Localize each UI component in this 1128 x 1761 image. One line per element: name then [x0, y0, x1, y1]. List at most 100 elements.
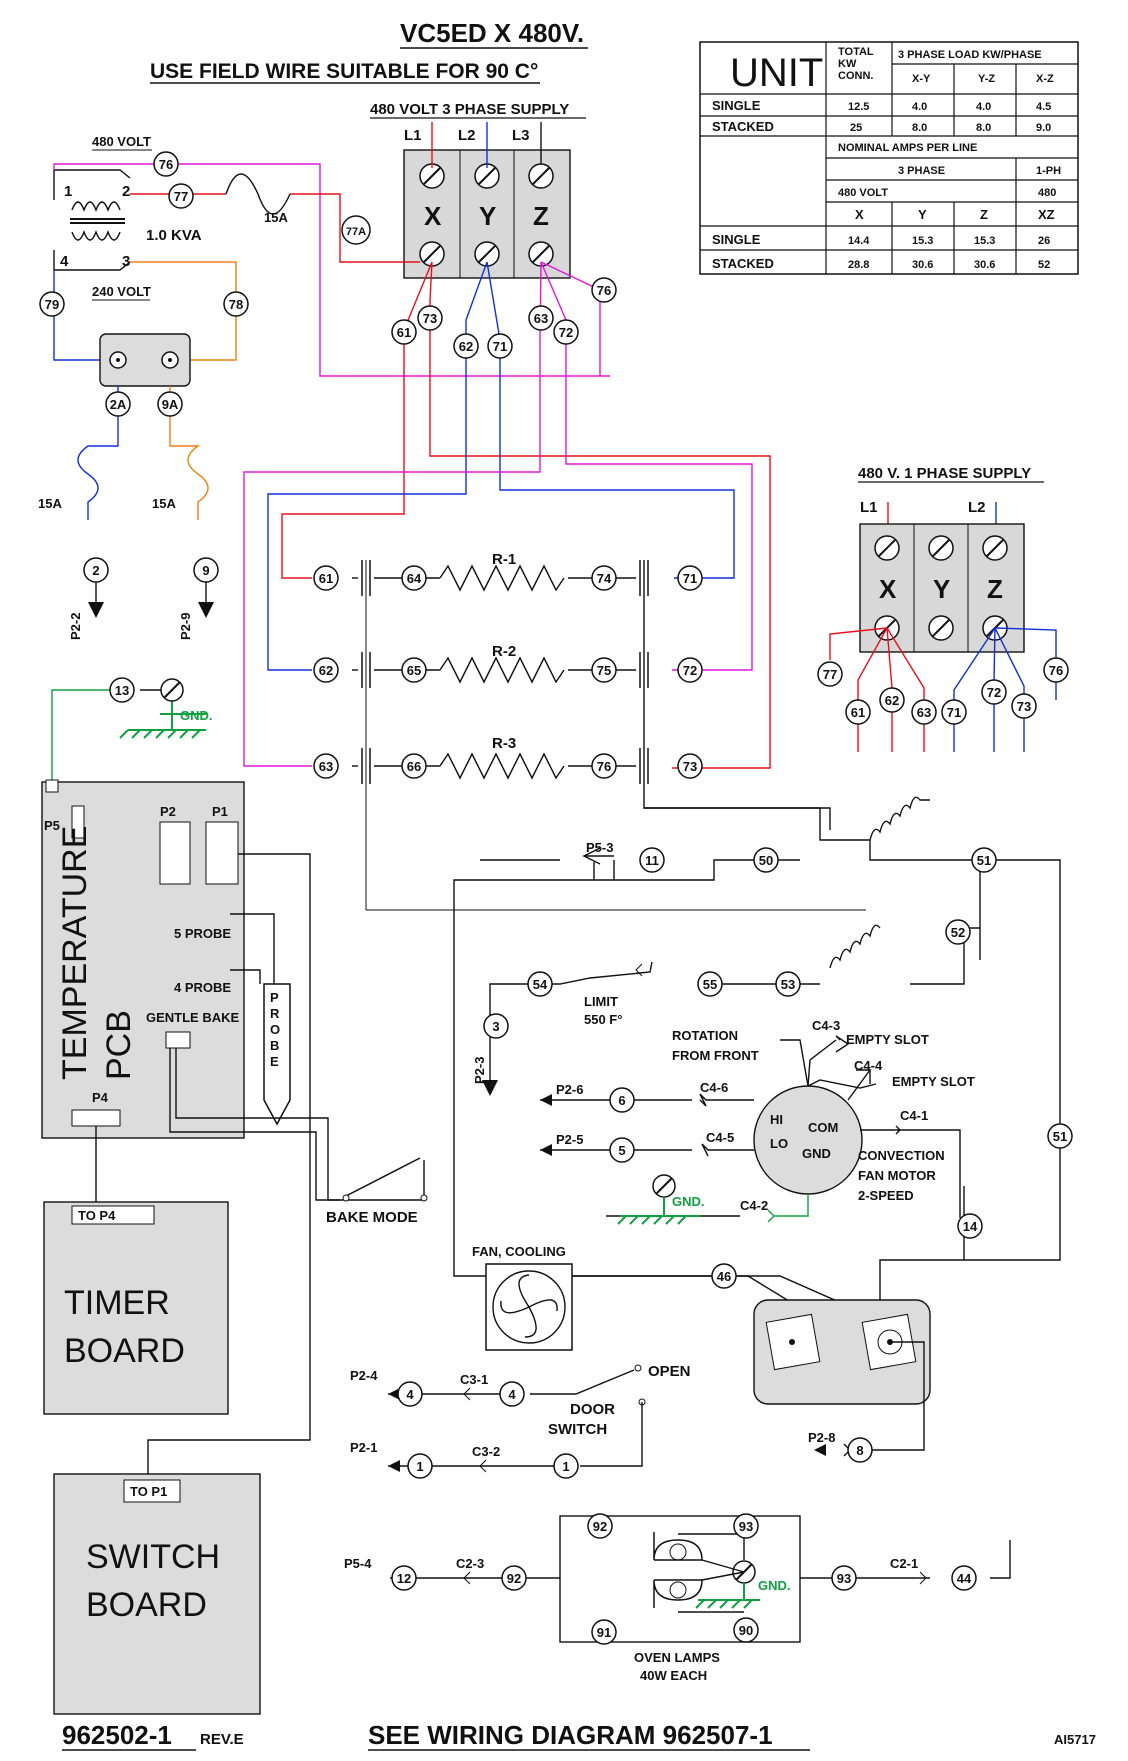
pcb-title: TEMPERATURE: [56, 826, 94, 1080]
wire-number-label: 62: [459, 339, 473, 354]
oven-lamps-label: OVEN LAMPS: [634, 1650, 720, 1665]
wire-number-bubble: [1011, 693, 1037, 719]
connector-label: P4: [92, 1090, 109, 1105]
wire-number-bubble: [341, 215, 371, 245]
connector-label: TO P1: [130, 1484, 167, 1499]
wire-number-bubble: [677, 753, 703, 779]
field-wire-note: USE FIELD WIRE SUITABLE FOR 90 C°: [150, 60, 538, 83]
wire-number-label: 50: [759, 853, 773, 868]
wire-number-label: 63: [917, 705, 931, 720]
limit-switch-label: LIMIT: [584, 994, 618, 1009]
connector-label: C4-4: [854, 1058, 883, 1073]
wire-number-label: 92: [507, 1571, 521, 1586]
diagram-title: VC5ED X 480V.: [400, 18, 584, 48]
wire-number-label: 72: [987, 685, 1001, 700]
wire-number-bubble: [733, 1617, 759, 1643]
output-label: P2-3: [472, 1057, 487, 1084]
wire-number-bubble: [591, 753, 617, 779]
lamp-circuit: [559, 1515, 801, 1643]
wire-number-label: 71: [493, 339, 507, 354]
wire-number-label: 53: [781, 977, 795, 992]
output-label: P2-4: [350, 1368, 378, 1383]
wire-number-label: 62: [319, 663, 333, 678]
motor-description: 2-SPEED: [858, 1188, 914, 1203]
wire-number-label: 1: [416, 1459, 423, 1474]
empty-slot-label: EMPTY SLOT: [846, 1032, 929, 1047]
wire-number-bubble: [313, 657, 339, 683]
motor-terminal-label: GND: [802, 1146, 831, 1161]
wire-number-label: 2A: [110, 397, 127, 412]
secondary-voltage-label: 240 VOLT: [92, 284, 151, 299]
see-wiring-diagram-note: SEE WIRING DIAGRAM 962507-1: [368, 1720, 773, 1750]
fuse-label: 15A: [152, 496, 176, 511]
wire-number-bubble: [591, 657, 617, 683]
wire-number-bubble: [639, 847, 665, 873]
wire-number-label: 9: [202, 563, 209, 578]
wire-number-label: 71: [683, 571, 697, 586]
wire-number-label: 66: [407, 759, 421, 774]
wire-number-bubble: [105, 391, 131, 417]
line-label: L3: [512, 127, 530, 144]
wire-number-bubble: [1043, 657, 1069, 683]
wire-number-bubble: [879, 687, 905, 713]
table-cell: 4.0: [976, 101, 991, 113]
motor-terminal-label: LO: [770, 1136, 788, 1151]
wire-number-bubble: [911, 699, 937, 725]
wire-number-label: 75: [597, 663, 611, 678]
line-label: L1: [860, 499, 878, 516]
gentle-bake-label: GENTLE BAKE: [146, 1010, 240, 1025]
motor-description: CONVECTION: [858, 1148, 945, 1163]
wire-number-bubble: [401, 657, 427, 683]
door-switch-label: SWITCH: [548, 1421, 607, 1438]
table-cell: 15.3: [912, 235, 933, 247]
wire-number-label: 46: [717, 1269, 731, 1284]
wire-number-bubble: [153, 151, 179, 177]
connector-label: C3-1: [460, 1372, 488, 1387]
fuse-label: 15A: [264, 210, 288, 225]
wire-number-bubble: [553, 319, 579, 345]
output-label: P2-8: [808, 1430, 835, 1445]
terminal-label: 1: [64, 183, 72, 200]
motor-terminal-label: COM: [808, 1120, 838, 1135]
wire-number-bubble: [981, 679, 1007, 705]
wire-number-label: 79: [45, 297, 59, 312]
wire-number-bubble: [941, 699, 967, 725]
unit-load-table: [699, 41, 1079, 275]
element-label: R-1: [492, 551, 516, 568]
connector-label: C4-5: [706, 1130, 734, 1145]
wire-number-bubble: [945, 919, 971, 945]
wire-number-label: 61: [319, 571, 333, 586]
wire-number-label: 51: [977, 853, 991, 868]
table-header: Y: [918, 207, 927, 222]
probe-letter: O: [270, 1022, 280, 1037]
wire-number-bubble: [401, 565, 427, 591]
wire-number-label: 93: [837, 1571, 851, 1586]
unit-table-title: UNIT: [730, 51, 823, 95]
wire-number-bubble: [83, 557, 109, 583]
wire-number-label: 71: [947, 705, 961, 720]
table-cell: 30.6: [974, 259, 995, 271]
connector-label: C4-2: [740, 1198, 768, 1213]
switch-board: [53, 1473, 261, 1715]
wire-number-label: 90: [739, 1623, 753, 1638]
wire-number-label: 77A: [346, 226, 366, 238]
wire-number-bubble: [499, 1381, 525, 1407]
wire-number-bubble: [1047, 1123, 1073, 1149]
wire-number-bubble: [753, 847, 779, 873]
wire-number-bubble: [553, 1453, 579, 1479]
wire-number-bubble: [609, 1137, 635, 1163]
ground-label: GND.: [758, 1578, 791, 1593]
wire-number-label: 54: [533, 977, 548, 992]
terminal-label: 2: [122, 183, 130, 200]
probe-letter: R: [270, 1006, 280, 1021]
wire-number-label: 5: [618, 1143, 625, 1158]
wire-number-label: 63: [319, 759, 333, 774]
ground-label: GND.: [672, 1194, 705, 1209]
limit-temp-label: 550 F°: [584, 1012, 622, 1027]
motor-description: FAN MOTOR: [858, 1168, 936, 1183]
fuse-holder: [99, 333, 191, 387]
wire-number-bubble: [417, 305, 443, 331]
wire-number-bubble: [971, 847, 997, 873]
wire-number-label: 6: [618, 1093, 625, 1108]
